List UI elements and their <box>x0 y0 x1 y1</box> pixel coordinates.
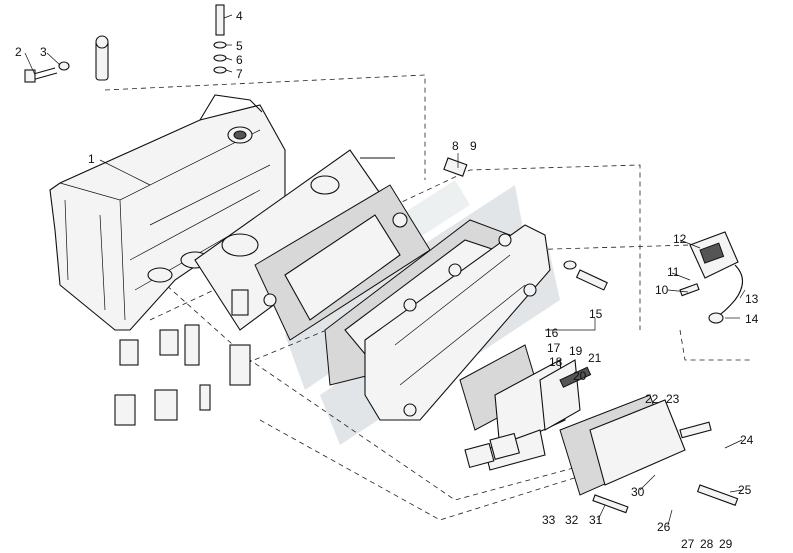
valve-pack-15 <box>459 344 592 471</box>
callout-18: 18 <box>549 355 563 369</box>
callout-27: 27 <box>681 537 695 551</box>
callout-7: 7 <box>236 67 243 81</box>
callout-10: 10 <box>655 283 669 297</box>
callout-15: 15 <box>589 307 603 321</box>
callout-20: 20 <box>573 369 587 383</box>
callout-8: 8 <box>452 139 459 153</box>
callout-25: 25 <box>738 483 752 497</box>
cover-plate <box>364 224 551 421</box>
solenoid-plate-22 <box>559 394 686 496</box>
screws-and-fittings <box>24 4 739 514</box>
callout-28: 28 <box>700 537 714 551</box>
callout-21: 21 <box>588 351 602 365</box>
connector-12 <box>689 231 744 324</box>
callout-labels: 1 2 3 4 5 6 7 8 9 10 11 12 13 14 15 16 1… <box>15 9 759 551</box>
callout-23: 23 <box>666 392 680 406</box>
callout-16: 16 <box>545 326 559 340</box>
gasket-plate <box>194 149 396 331</box>
callout-33: 33 <box>542 513 556 527</box>
leader-lines <box>24 14 746 526</box>
housing-part-1 <box>49 94 286 331</box>
callout-1: 1 <box>88 152 95 166</box>
callout-4: 4 <box>236 9 243 23</box>
callout-13: 13 <box>745 292 759 306</box>
callout-19: 19 <box>569 344 583 358</box>
callout-22: 22 <box>645 392 659 406</box>
callout-6: 6 <box>236 53 243 67</box>
callout-31: 31 <box>589 513 603 527</box>
callout-14: 14 <box>745 312 759 326</box>
callout-26: 26 <box>657 520 671 534</box>
callout-32: 32 <box>565 513 579 527</box>
callout-2: 2 <box>15 45 22 59</box>
callout-3: 3 <box>40 45 47 59</box>
callout-17: 17 <box>547 341 561 355</box>
callout-9: 9 <box>470 139 477 153</box>
callout-12: 12 <box>673 232 687 246</box>
callout-30: 30 <box>631 485 645 499</box>
callout-11: 11 <box>667 265 680 279</box>
callout-29: 29 <box>719 537 733 551</box>
callout-24: 24 <box>740 433 754 447</box>
callout-5: 5 <box>236 39 243 53</box>
